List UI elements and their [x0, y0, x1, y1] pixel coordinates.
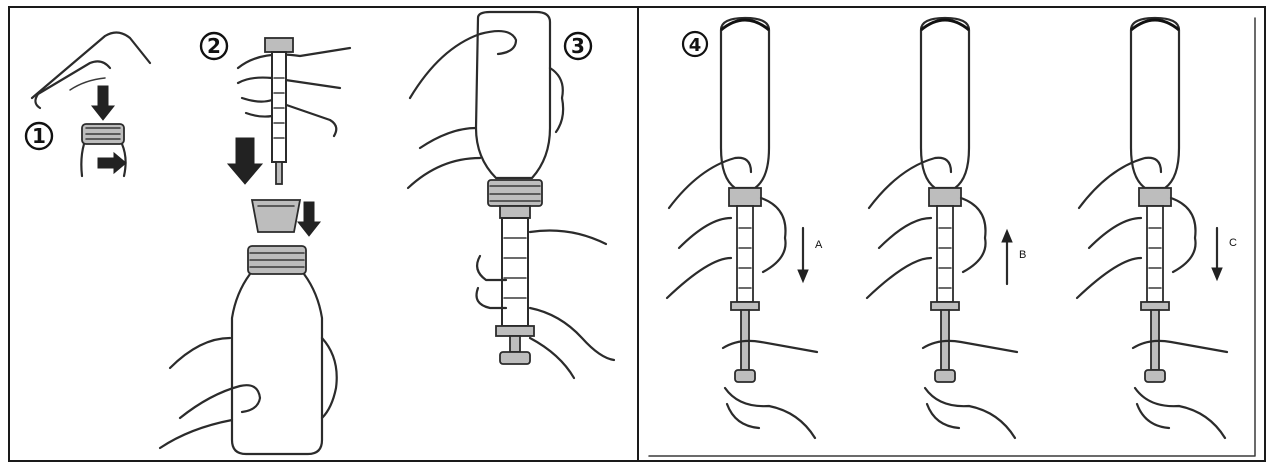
step3-illustration: 3 [408, 12, 614, 378]
arrow-a-label: A [815, 239, 823, 251]
step2-illustration: 2 [160, 33, 350, 454]
step1-number-badge: 1 [26, 123, 52, 149]
arrow-b-label: B [1019, 249, 1026, 261]
step4-number-badge: 4 [683, 32, 707, 56]
step4-illustration: 4 A [639, 8, 1268, 464]
step3-number-badge: 3 [565, 33, 591, 59]
panel-step-4: 4 A [637, 6, 1266, 462]
step4-label: 4 [689, 35, 702, 56]
step3-label: 3 [571, 34, 585, 58]
panel-steps-1-3: 1 2 [8, 6, 639, 462]
steps-1-3-illustration: 1 2 [10, 8, 641, 464]
step4-figure-b: B [867, 18, 1026, 438]
step2-label: 2 [207, 34, 221, 58]
step1-illustration [32, 32, 150, 176]
arrow-c-label: C [1229, 237, 1237, 249]
step2-number-badge: 2 [201, 33, 227, 59]
step1-label: 1 [32, 124, 46, 148]
step4-figure-a: A [667, 18, 823, 438]
step4-figure-c: C [1077, 18, 1237, 438]
